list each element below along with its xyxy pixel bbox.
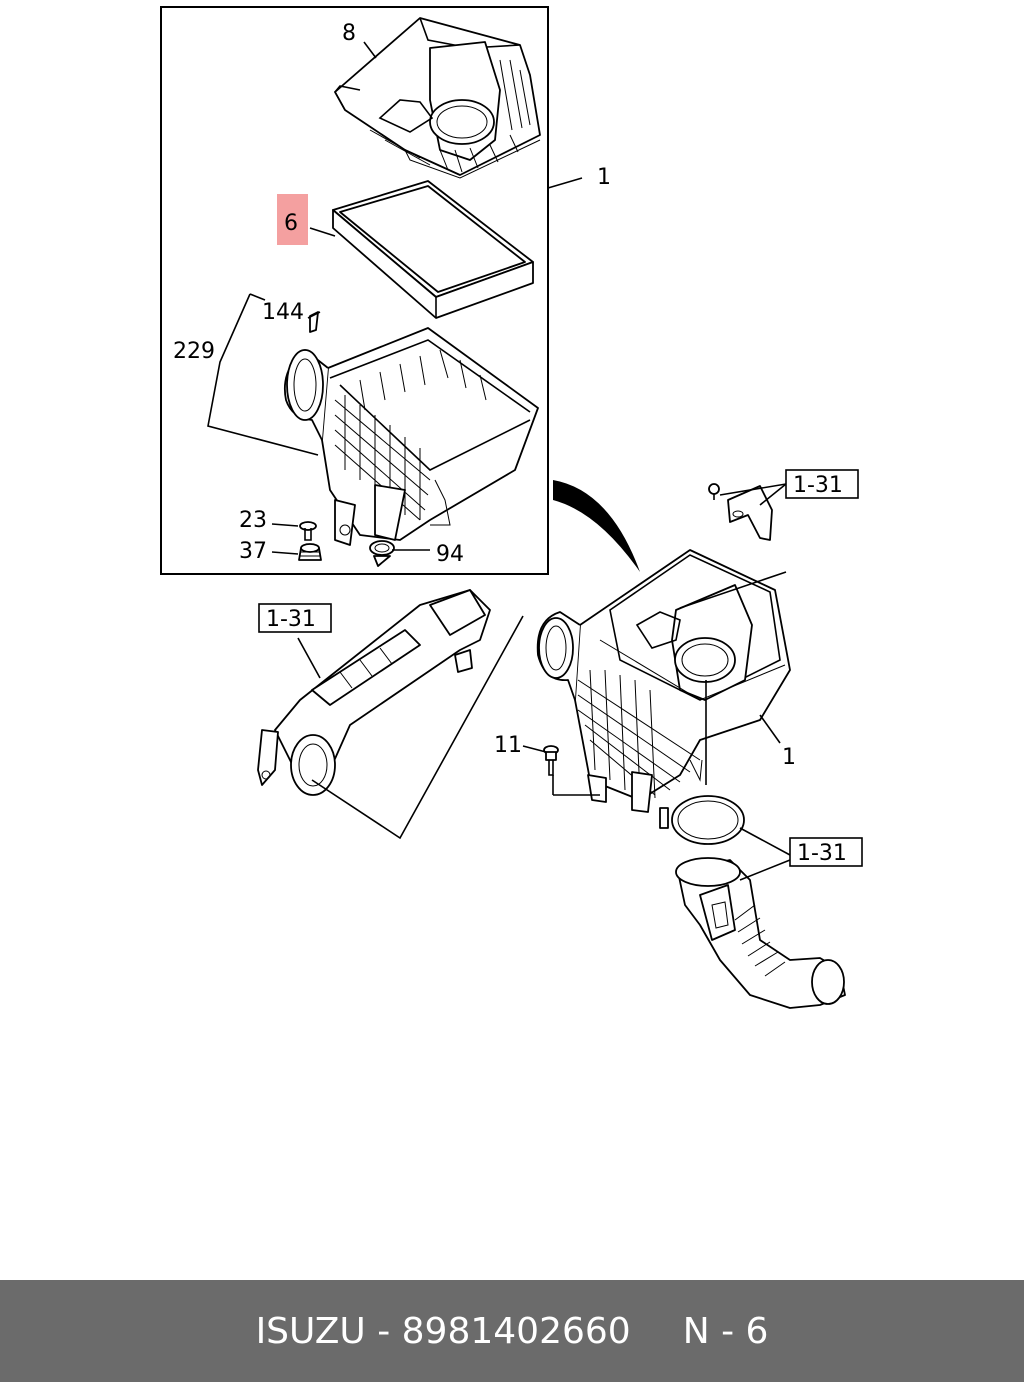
airflow-sensor <box>708 483 773 541</box>
parts-diagram: 8 1 6 144 229 23 37 94 1-31 1-31 11 1 1-… <box>160 6 863 1009</box>
callout-144: 144 <box>262 300 304 325</box>
ref-label-hose: 1-31 <box>797 841 847 866</box>
callout-37: 37 <box>239 539 267 564</box>
footer-bar: ISUZU - 8981402660 N - 6 <box>0 1280 1024 1382</box>
clip-23 <box>299 521 317 541</box>
callout-1-right: 1 <box>782 745 796 770</box>
footer-separator: - <box>365 1310 402 1352</box>
callout-94: 94 <box>436 542 464 567</box>
ref-box-duct-left <box>258 603 332 633</box>
air-cleaner-body <box>284 327 539 546</box>
outlet-hose <box>675 857 846 1009</box>
screw-144 <box>307 311 321 333</box>
footer-page: N - 6 <box>682 1310 769 1352</box>
air-filter-element <box>332 180 534 319</box>
ref-box-hose <box>789 837 863 867</box>
ref-label-sensor: 1-31 <box>793 473 843 498</box>
footer-part-number: 8981402660 <box>401 1310 631 1352</box>
callout-11: 11 <box>494 733 522 758</box>
air-cleaner-assembly <box>536 549 791 813</box>
bolt-11 <box>543 745 559 776</box>
ref-label-duct-left: 1-31 <box>266 607 316 632</box>
callout-1-top: 1 <box>597 165 611 190</box>
grommet-37 <box>298 543 322 561</box>
exploded-view-frame <box>160 6 549 575</box>
callout-23: 23 <box>239 508 267 533</box>
air-cleaner-cover <box>334 17 541 179</box>
hose-clamp <box>659 795 745 845</box>
highlight-box-6 <box>277 194 308 245</box>
callout-229: 229 <box>173 339 215 364</box>
assembly-arrow <box>553 480 640 572</box>
intake-duct <box>257 589 491 796</box>
footer-brand: ISUZU <box>255 1310 366 1352</box>
valve-94 <box>369 540 395 567</box>
callout-8: 8 <box>342 21 356 46</box>
ref-box-sensor <box>785 469 859 499</box>
callout-6: 6 <box>284 211 298 236</box>
